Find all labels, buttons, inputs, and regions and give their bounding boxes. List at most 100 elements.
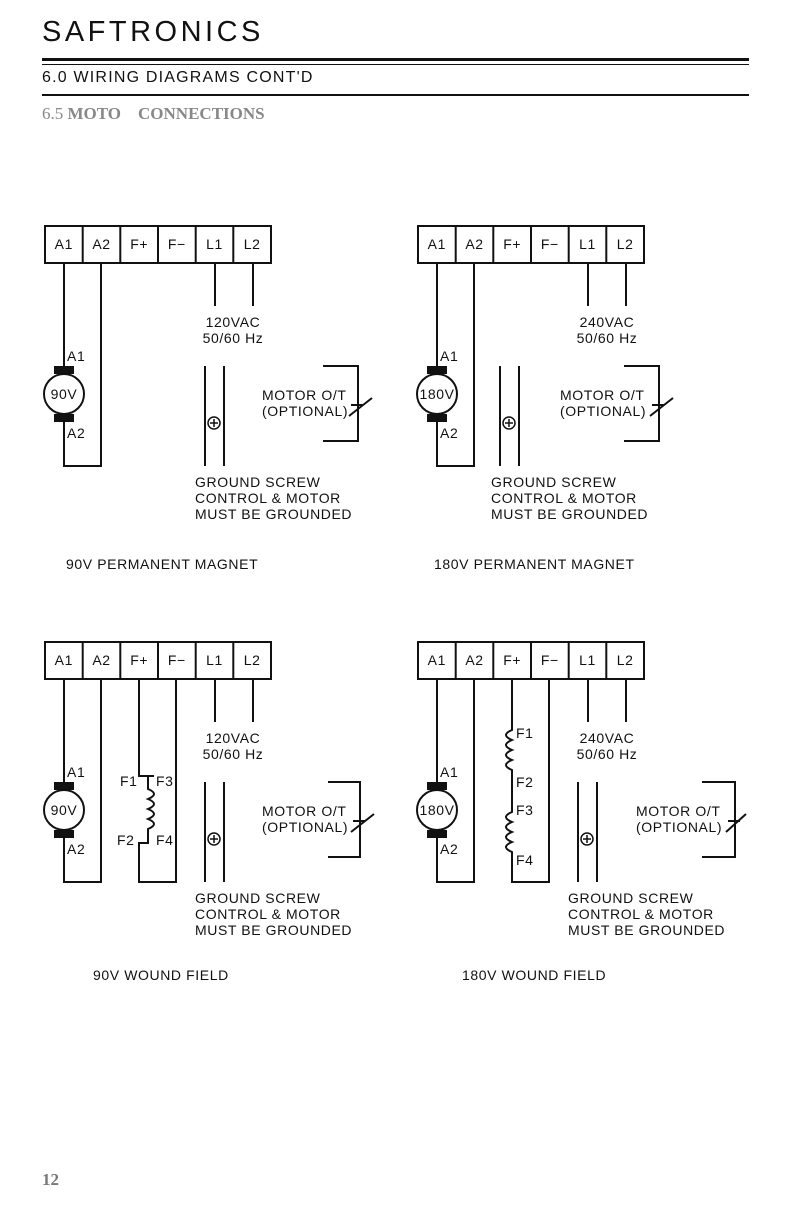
armature-a1-label: A1: [67, 348, 85, 364]
supply-frequency: 50/60 Hz: [577, 746, 638, 762]
ground-screw-icon: [580, 832, 594, 846]
field-terminal-label: F1: [120, 773, 138, 789]
ground-note: GROUND SCREW: [568, 890, 694, 906]
motor-armature-icon: [416, 373, 458, 415]
terminal-label: A1: [55, 652, 73, 668]
motor-rating: 90V: [51, 802, 78, 818]
field-terminal-label: F2: [117, 832, 135, 848]
supply-frequency: 50/60 Hz: [577, 330, 638, 346]
armature-a2-label: A2: [67, 841, 85, 857]
ground-note: MUST BE GROUNDED: [195, 506, 352, 522]
ground-screw-icon: [207, 416, 221, 430]
terminal-strip: A1 A2 F+ F− L1 L2: [417, 641, 645, 680]
motor-ot-optional: (OPTIONAL): [262, 403, 348, 419]
terminal-label: L1: [206, 652, 223, 668]
motor-ot-optional: (OPTIONAL): [636, 819, 722, 835]
terminal-strip: A1 A2 F+ F− L1 L2: [417, 225, 645, 264]
diagram-caption: 90V PERMANENT MAGNET: [66, 556, 258, 572]
supply-voltage: 240VAC: [580, 314, 635, 330]
armature-a1-label: A1: [440, 764, 458, 780]
supply-frequency: 50/60 Hz: [203, 746, 264, 762]
brush-a2: [54, 414, 74, 422]
ground-screw-icon: [207, 832, 221, 846]
supply-voltage: 120VAC: [206, 314, 261, 330]
motor-rating: 180V: [419, 802, 454, 818]
ground-note: CONTROL & MOTOR: [195, 490, 341, 506]
supply-voltage: 240VAC: [580, 730, 635, 746]
motor-armature-icon: [43, 789, 85, 831]
thermal-switch-icon: [328, 781, 375, 858]
terminal-label: F+: [503, 652, 521, 668]
brush-a1: [54, 366, 74, 374]
diagram-caption: 180V WOUND FIELD: [462, 967, 606, 983]
terminal-label: F−: [168, 236, 186, 252]
section-title: 6.0 WIRING DIAGRAMS CONT'D: [42, 69, 314, 86]
diagram-caption: 180V PERMANENT MAGNET: [434, 556, 635, 572]
armature-a2-label: A2: [440, 425, 458, 441]
terminal-label: L1: [206, 236, 223, 252]
ground-note: GROUND SCREW: [195, 474, 321, 490]
terminal-label: F+: [130, 236, 148, 252]
supply-voltage: 120VAC: [206, 730, 261, 746]
armature-a2-label: A2: [67, 425, 85, 441]
ground-note: CONTROL & MOTOR: [195, 906, 341, 922]
motor-rating: 180V: [419, 386, 454, 402]
motor-ot-optional: (OPTIONAL): [560, 403, 646, 419]
terminal-label: A1: [428, 236, 446, 252]
terminal-label: L2: [617, 236, 634, 252]
brush-a2: [54, 830, 74, 838]
terminal-label: A1: [428, 652, 446, 668]
ground-note: GROUND SCREW: [491, 474, 617, 490]
brush-a2: [427, 830, 447, 838]
field-terminal-label: F1: [516, 725, 534, 741]
motor-ot-label: MOTOR O/T: [262, 387, 346, 403]
diagram-180v-permanent-magnet: A1 A2 F+ F− L1 L2 240VAC 50/60 Hz 180V A…: [416, 225, 674, 572]
terminal-label: F−: [168, 652, 186, 668]
field-winding-icon: [138, 679, 177, 883]
diagram-90v-wound-field: A1 A2 F+ F− L1 L2 90V A1 A2 F1 F3 F2 F4 …: [43, 641, 375, 983]
brand-logo: SAFTRONICS: [42, 16, 264, 48]
terminal-label: L2: [244, 652, 261, 668]
header-rule-thick: [42, 58, 749, 61]
motor-ot-label: MOTOR O/T: [560, 387, 644, 403]
ground-note: MUST BE GROUNDED: [491, 506, 648, 522]
terminal-label: A2: [92, 236, 110, 252]
subsection-title: 6.5 MOTO CONNECTIONS: [42, 104, 265, 123]
field-terminal-label: F2: [516, 774, 534, 790]
ground-note: CONTROL & MOTOR: [568, 906, 714, 922]
terminal-label: F−: [541, 236, 559, 252]
diagram-180v-wound-field: A1 A2 F+ F− L1 L2 180V A1 A2 F1 F2 F3 F4…: [416, 641, 747, 983]
armature-wire: [63, 263, 102, 467]
terminal-label: A2: [92, 652, 110, 668]
terminal-strip: A1 A2 F+ F− L1 L2: [44, 641, 272, 680]
motor-ot-label: MOTOR O/T: [262, 803, 346, 819]
motor-ot-label: MOTOR O/T: [636, 803, 720, 819]
field-terminal-label: F4: [516, 852, 534, 868]
motor-armature-icon: [43, 373, 85, 415]
armature-wire: [436, 679, 475, 883]
terminal-label: A2: [465, 236, 483, 252]
terminal-label: F+: [130, 652, 148, 668]
armature-wire: [63, 679, 102, 883]
terminal-label: F−: [541, 652, 559, 668]
terminal-label: L1: [579, 236, 596, 252]
ground-screw-icon: [502, 416, 516, 430]
terminal-label: A1: [55, 236, 73, 252]
terminal-label: L2: [617, 652, 634, 668]
armature-wire: [436, 263, 475, 467]
brush-a2: [427, 414, 447, 422]
terminal-label: L1: [579, 652, 596, 668]
armature-a1-label: A1: [67, 764, 85, 780]
field-terminal-label: F3: [516, 802, 534, 818]
brush-a1: [427, 366, 447, 374]
header-rule-thin: [42, 64, 749, 65]
thermal-switch-icon: [323, 365, 373, 442]
terminal-strip: A1 A2 F+ F− L1 L2: [44, 225, 272, 264]
ground-note: MUST BE GROUNDED: [568, 922, 725, 938]
diagram-90v-permanent-magnet: A1 A2 F+ F− L1 L2 120VAC 50/60 Hz 90V A1…: [43, 225, 373, 572]
terminal-label: F+: [503, 236, 521, 252]
diagram-caption: 90V WOUND FIELD: [93, 967, 229, 983]
ground-note: MUST BE GROUNDED: [195, 922, 352, 938]
brush-a1: [54, 782, 74, 790]
